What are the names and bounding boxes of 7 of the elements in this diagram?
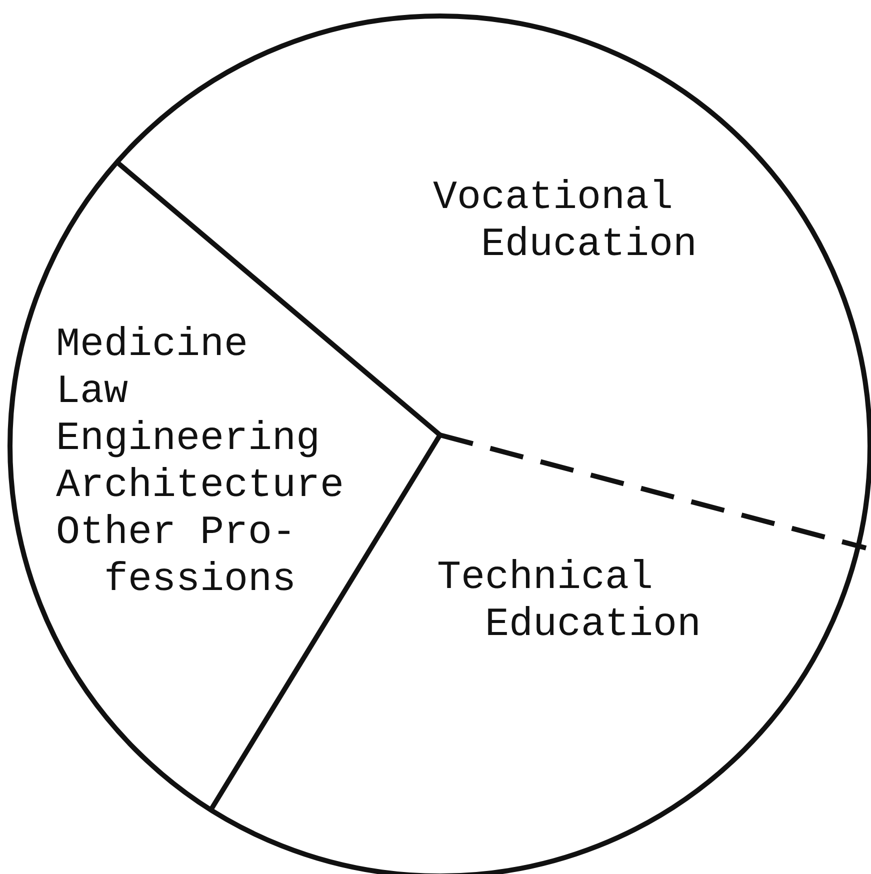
sector-label: Other Pro- fessions <box>56 510 298 604</box>
sector-label: Vocational Education <box>433 175 698 269</box>
sector-label: Medicine <box>56 322 250 369</box>
sector-label: Law <box>56 369 130 416</box>
sector-label: Engineering <box>56 416 322 463</box>
sector-label: Technical Education <box>437 555 702 649</box>
sector-label: Architecture <box>56 463 346 510</box>
